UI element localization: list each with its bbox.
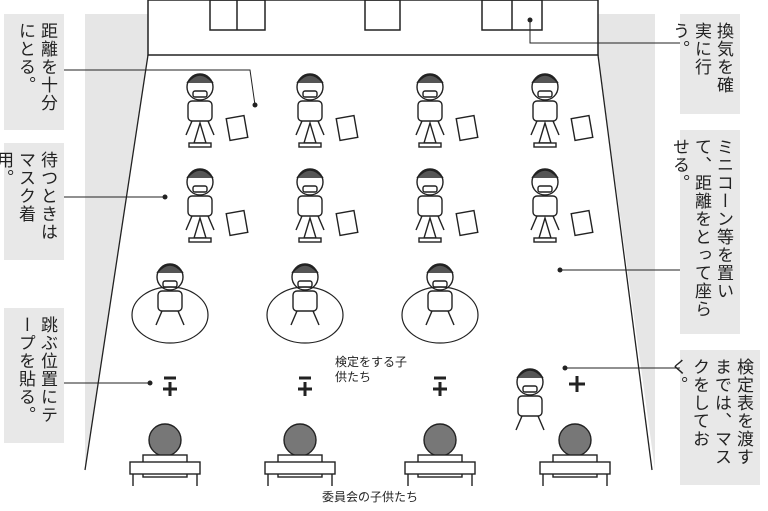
child-sitting (530, 168, 594, 243)
note-ventilation: 換気を確実に行う。 (669, 14, 740, 114)
jump-rope (401, 286, 479, 344)
child-sitting (185, 73, 249, 148)
committee-child-at-desk (129, 423, 201, 486)
caption-committee: 委員会の子供たち (322, 490, 419, 504)
tape-mark (298, 376, 312, 396)
child-handing-sheet (515, 368, 545, 431)
right-wall (598, 14, 655, 470)
caption-jumpers: 検定をする子供たち (335, 355, 408, 384)
jump-rope (131, 286, 209, 344)
committee-child-at-desk (404, 423, 476, 486)
floor-edge-right (597, 54, 653, 471)
child-jumping (155, 263, 185, 326)
committee-child-at-desk (264, 423, 336, 486)
left-wall (85, 14, 148, 470)
tape-mark (433, 376, 447, 396)
note-cones: ミニコーン等を置いて、距離をとって座らせる。 (669, 130, 740, 334)
committee-child-at-desk (539, 423, 611, 486)
back-wall (147, 0, 599, 56)
child-jumping (290, 263, 320, 326)
jump-rope (266, 286, 344, 344)
note-distance: 距離を十分にとる。 (4, 14, 64, 130)
leader-lines (63, 20, 680, 384)
child-sitting (415, 73, 479, 148)
floor-edge-left (84, 54, 149, 471)
tape-mark (163, 376, 177, 396)
child-sitting (185, 168, 249, 243)
child-sitting (530, 73, 594, 148)
windows (209, 0, 543, 31)
child-jumping (425, 263, 455, 326)
child-sitting (295, 168, 359, 243)
note-mask-waiting: 待つときはマスク着用。 (0, 143, 64, 260)
note-tape: 跳ぶ位置にテープを貼る。 (4, 308, 64, 443)
child-sitting (295, 73, 359, 148)
child-sitting (415, 168, 479, 243)
tape-mark (569, 376, 585, 392)
children-figures (129, 73, 611, 486)
note-mask-sheet: 検定表を渡すまでは、マスクをしておく。 (667, 350, 760, 485)
